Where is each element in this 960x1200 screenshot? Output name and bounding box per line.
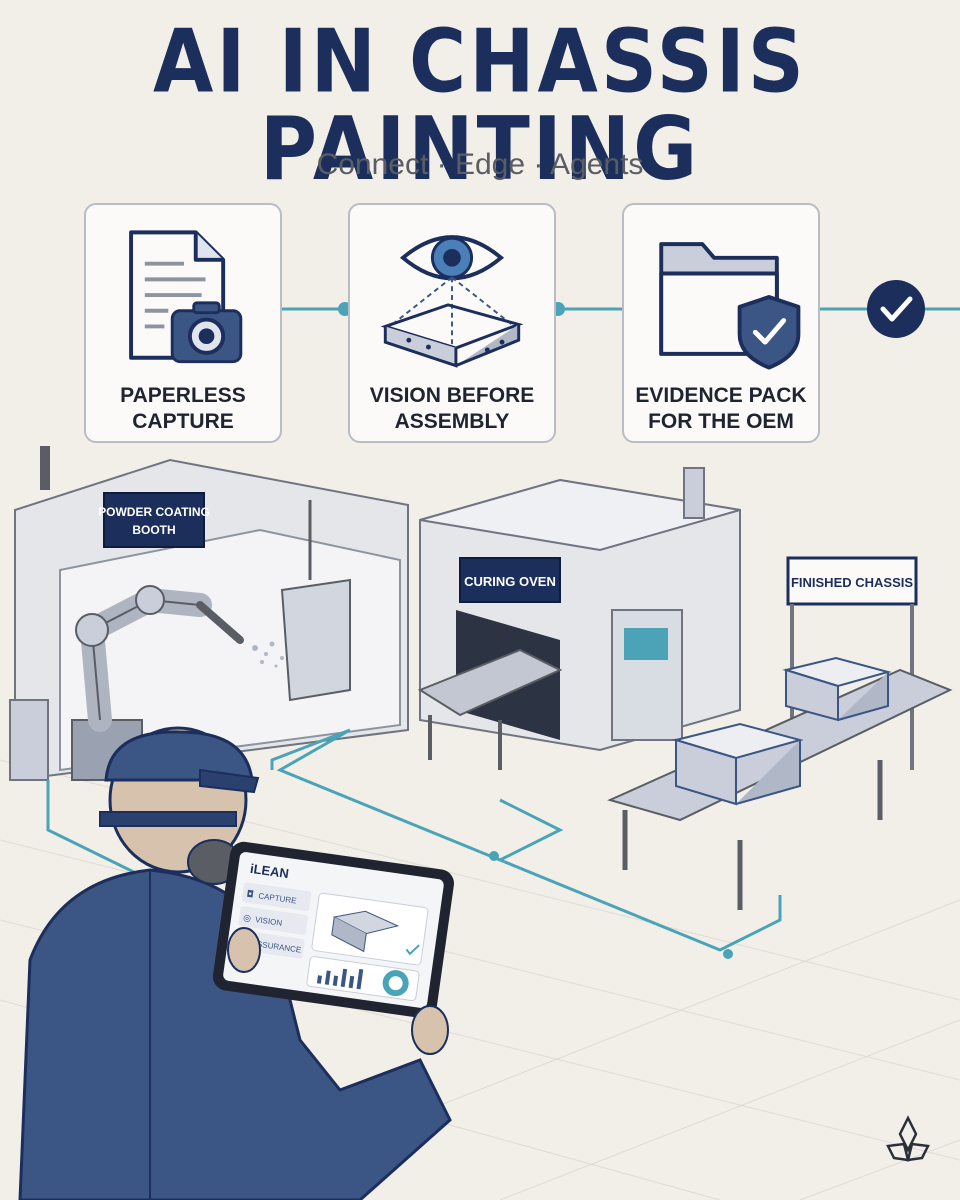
factory-scene: POWDER COATING BOOTH CURING OVEN [0,446,960,1200]
folder-shield-icon [659,242,801,370]
page-subtitle: Connect · Edge · Agents [316,148,644,181]
curing-oven: CURING OVEN [417,467,741,770]
document-camera-icon [129,230,243,364]
powder-spray [252,641,284,668]
tablet-menu-vision[interactable]: VISION [255,915,283,928]
finished-sign: FINISHED CHASSIS [791,575,913,590]
eye-inspection-icon [380,235,524,368]
tablet-app-name: iLEAN [249,861,290,881]
camera-icon: ◘ [246,890,254,901]
target-icon: ◎ [243,913,252,924]
page-title: AI IN CHASSIS PAINTING [153,11,807,201]
data-path-line [46,728,782,952]
brand-logo-icon [886,1115,930,1162]
tablet-menu: ◘ CAPTURE ◎ VISION ✓ ASSURANCE [235,882,312,959]
tablet-donut-chart-icon [382,970,409,997]
tablet-bar-chart-icon [316,968,364,990]
tablet: iLEAN ◘ CAPTURE ◎ VISION ✓ ASSURANCE [212,841,454,1019]
oven-sign: CURING OVEN [464,574,556,589]
checkmark-icon [867,280,925,338]
finished-chassis-line: FINISHED CHASSIS [607,556,953,910]
booth-sign-line1: POWDER COATING [98,505,210,519]
worker [18,726,452,1200]
booth-sign-line2: BOOTH [132,523,175,537]
